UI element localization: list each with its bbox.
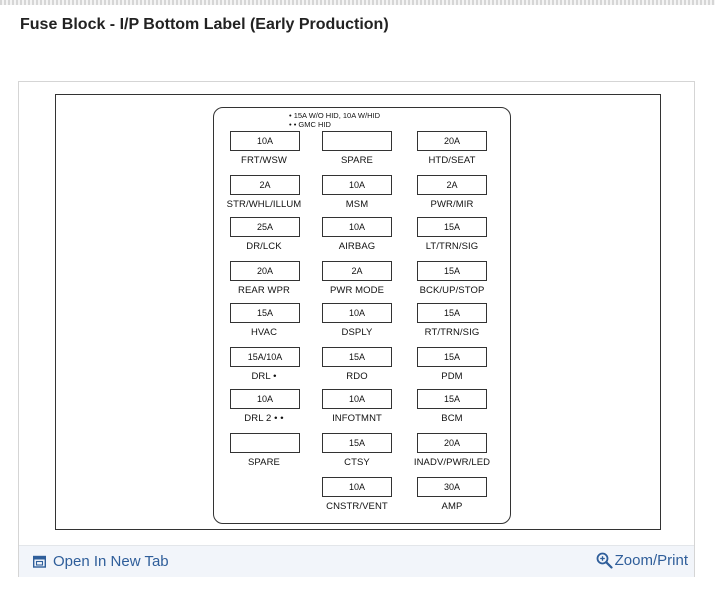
fuse-box [322,131,392,151]
fuse-box: 10A [322,175,392,195]
fuse-label: HVAC [250,327,278,338]
fuse-label: FRT/WSW [241,155,287,166]
fuse-box: 2A [322,261,392,281]
fuse-box: 20A [417,131,487,151]
open-new-tab-icon [32,555,47,568]
fuse-label: STR/WHL/ILLUM [226,199,302,210]
fuse-label: INFOTMNT [332,413,382,424]
zoom-print-label: Zoom/Print [614,552,688,569]
fuse-box: 20A [417,433,487,453]
fuse-panel: • 15A W/O HID, 10A W/HID • • GMC HID 10A… [213,107,511,524]
fuse-label: CTSY [344,457,370,468]
fuse-label: PWR/MIR [430,199,474,210]
fuse-box: 10A [230,131,300,151]
fuse-label: SPARE [247,457,280,468]
fuse-label: DSPLY [341,327,373,338]
fuse-box: 2A [230,175,300,195]
fuse-box: 25A [230,217,300,237]
fuse-box: 30A [417,477,487,497]
fuse-label: INADV/PWR/LED [413,457,491,468]
fuse-box: 10A [322,477,392,497]
open-in-new-tab-link[interactable]: Open In New Tab [32,553,169,570]
fuse-label: PWR MODE [329,285,385,296]
fuse-label: SPARE [340,155,373,166]
fuse-diagram: • 15A W/O HID, 10A W/HID • • GMC HID 10A… [55,94,661,530]
fuse-box: 15A [417,303,487,323]
zoom-print-link[interactable]: Zoom/Print [596,552,688,569]
fuse-box: 15A [230,303,300,323]
fuse-box: 10A [230,389,300,409]
fuse-box: 15A/10A [230,347,300,367]
fuse-box: 15A [417,217,487,237]
fuse-label: DRL 2 • • [244,413,284,424]
magnifier-icon [596,552,613,569]
fuse-label: HTD/SEAT [428,155,476,166]
fuse-box: 15A [322,347,392,367]
fuse-box [230,433,300,453]
page-title: Fuse Block - I/P Bottom Label (Early Pro… [20,16,389,33]
fuse-label: AMP [441,501,463,512]
fuse-box: 15A [322,433,392,453]
fuse-label: LT/TRN/SIG [425,241,479,252]
figure-frame: • 15A W/O HID, 10A W/HID • • GMC HID 10A… [18,81,695,577]
fuse-label: DR/LCK [246,241,282,252]
fuse-label: RT/TRN/SIG [424,327,480,338]
fuse-box: 20A [230,261,300,281]
fuse-box: 15A [417,347,487,367]
fuse-box: 10A [322,389,392,409]
fuse-box: 10A [322,217,392,237]
legend-note-hid: • 15A W/O HID, 10A W/HID [289,111,380,120]
fuse-label: RDO [346,371,368,382]
fuse-label: CNSTR/VENT [326,501,388,512]
fuse-box: 2A [417,175,487,195]
fuse-box: 15A [417,261,487,281]
fuse-box: 15A [417,389,487,409]
fuse-label: DRL • [251,371,277,382]
fuse-label: MSM [345,199,369,210]
fuse-label: REAR WPR [238,285,290,296]
legend-note-gmc: • • GMC HID [289,120,331,129]
fuse-box: 10A [322,303,392,323]
open-in-new-tab-label: Open In New Tab [53,553,169,570]
fuse-label: PDM [441,371,463,382]
fuse-label: BCM [441,413,463,424]
fuse-label: AIRBAG [338,241,376,252]
top-divider [0,0,715,5]
fuse-label: BCK/UP/STOP [419,285,485,296]
footer-bar: Open In New Tab Zoom/Print [19,545,694,577]
